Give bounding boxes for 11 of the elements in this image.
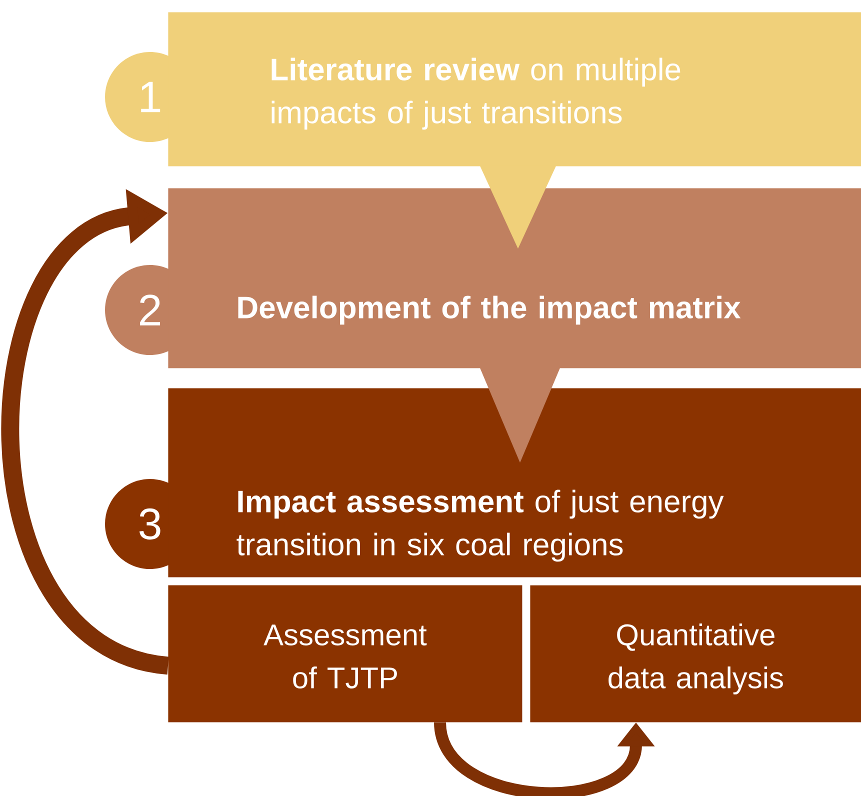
method-box: Assessment of TJTP [168, 585, 522, 722]
pointer-arrow [480, 165, 556, 248]
step-box: Impact assessment of just energy transition in six coal regions [168, 388, 861, 578]
node-label: 1 [141, 82, 160, 112]
node-label: 3 [139, 508, 160, 540]
pointer-arrow [480, 367, 560, 462]
node-label: 2 [140, 294, 160, 326]
node-label: Literature review on multiple impacts of just transitions [272, 58, 680, 130]
curved-arrow [1, 189, 170, 674]
step-box: Development of the impact matrix [168, 188, 861, 368]
method-box: Quantitative data analysis [530, 585, 861, 722]
